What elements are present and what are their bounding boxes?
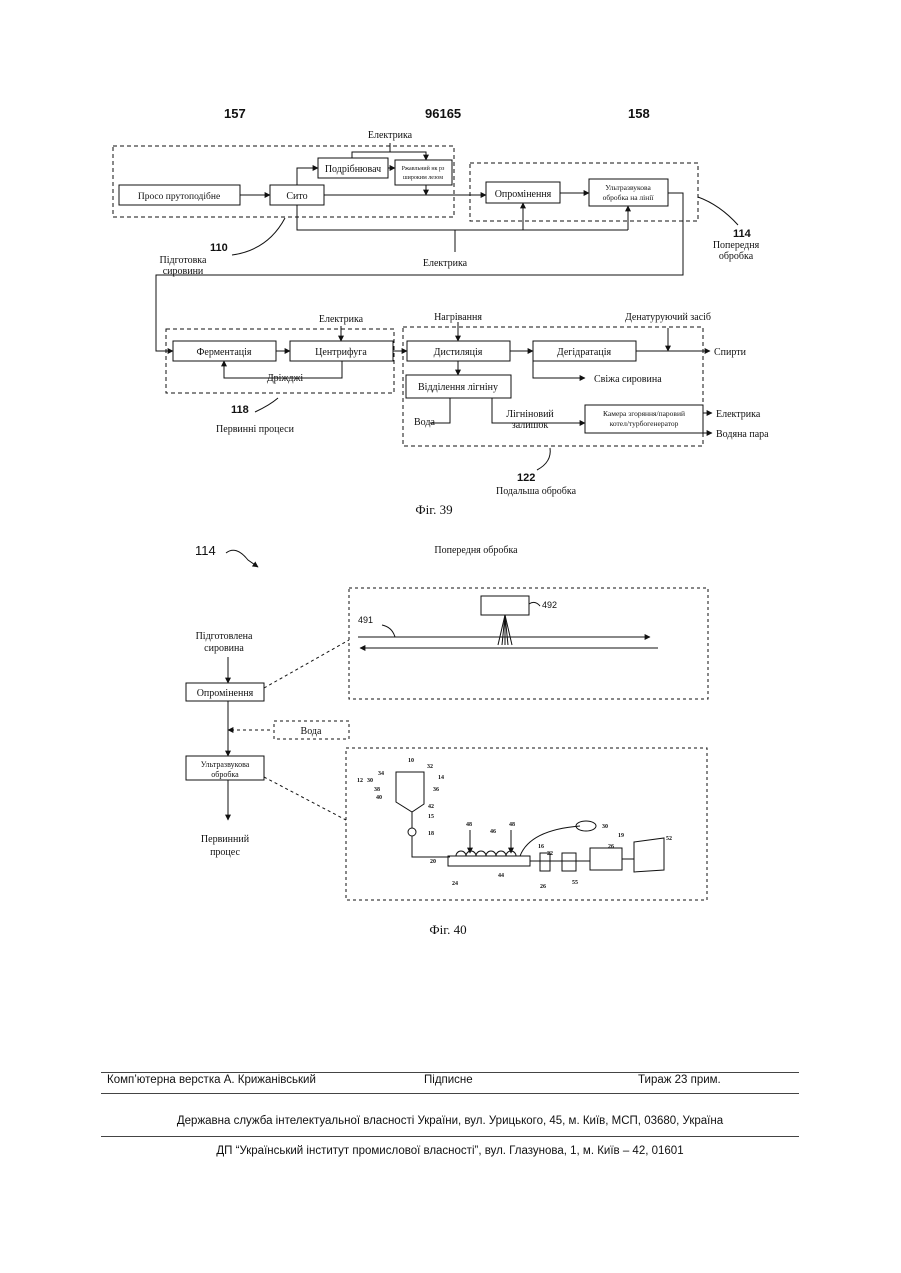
box-opromin: Опромінення [197, 688, 254, 699]
ref-numeral: 16 [538, 844, 544, 850]
footer-rule-1 [101, 1072, 799, 1073]
label-pervynnyi-1: Первинний [201, 834, 250, 845]
ref-numeral: 34 [378, 771, 384, 777]
ref-numeral: 30 [367, 778, 373, 784]
ref-numeral: 20 [430, 859, 436, 865]
ref-numeral: 42 [428, 804, 434, 810]
box-voda: Вода [301, 726, 322, 737]
label-pidgotovlena-2: сировина [204, 643, 244, 654]
ref-numeral: 26 [608, 844, 614, 850]
footer-rule-2 [101, 1093, 799, 1094]
footer-verstka: Комп’ютерна верстка А. Крижанівський [107, 1074, 316, 1086]
ref-numeral: 40 [376, 795, 382, 801]
ref-numeral: 38 [374, 787, 380, 793]
ref-492: 492 [542, 600, 557, 610]
footer-rule-3 [101, 1136, 799, 1137]
ref-491: 491 [358, 615, 373, 625]
ref-numeral: 48 [466, 822, 472, 828]
footer-tyrazh: Тираж 23 прим. [638, 1074, 721, 1086]
footer-pidpysne: Підписне [424, 1074, 473, 1086]
ref-numeral: 10 [408, 758, 414, 764]
ref-numeral: 46 [490, 829, 496, 835]
ref-numeral: 15 [428, 814, 434, 820]
ref-numeral: 26 [540, 884, 546, 890]
label-pidgotovlena-1: Підготовлена [196, 631, 253, 642]
ref-numeral: 24 [452, 881, 458, 887]
fig40-caption: Фіг. 40 [429, 922, 466, 937]
ref-numeral: 18 [428, 831, 434, 837]
ref-numeral: 36 [433, 787, 439, 793]
ref-numeral: 19 [618, 833, 624, 839]
ref-numeral: 12 [357, 778, 363, 784]
box-ultra-line1: Ультразвукова [201, 760, 250, 769]
fig40-title: Попередня обробка [434, 545, 518, 556]
ref-numeral: 22 [547, 851, 553, 857]
footer-ukrpatent: ДП “Український інститут промислової вла… [101, 1145, 799, 1157]
ref-numeral: 14 [438, 775, 444, 781]
ref-numeral: 32 [427, 764, 433, 770]
ref-numeral: 30 [602, 824, 608, 830]
footer-sipo: Державна служба інтелектуальної власност… [101, 1115, 799, 1127]
label-pervynnyi-2: процес [210, 847, 240, 858]
ref-numeral: 44 [498, 873, 504, 879]
ref-numeral: 48 [509, 822, 515, 828]
box-ultra-line2: обробка [211, 770, 239, 779]
ref-numeral: 52 [666, 836, 672, 842]
ref-114: 114 [195, 543, 216, 558]
ref-numeral: 55 [572, 880, 578, 886]
